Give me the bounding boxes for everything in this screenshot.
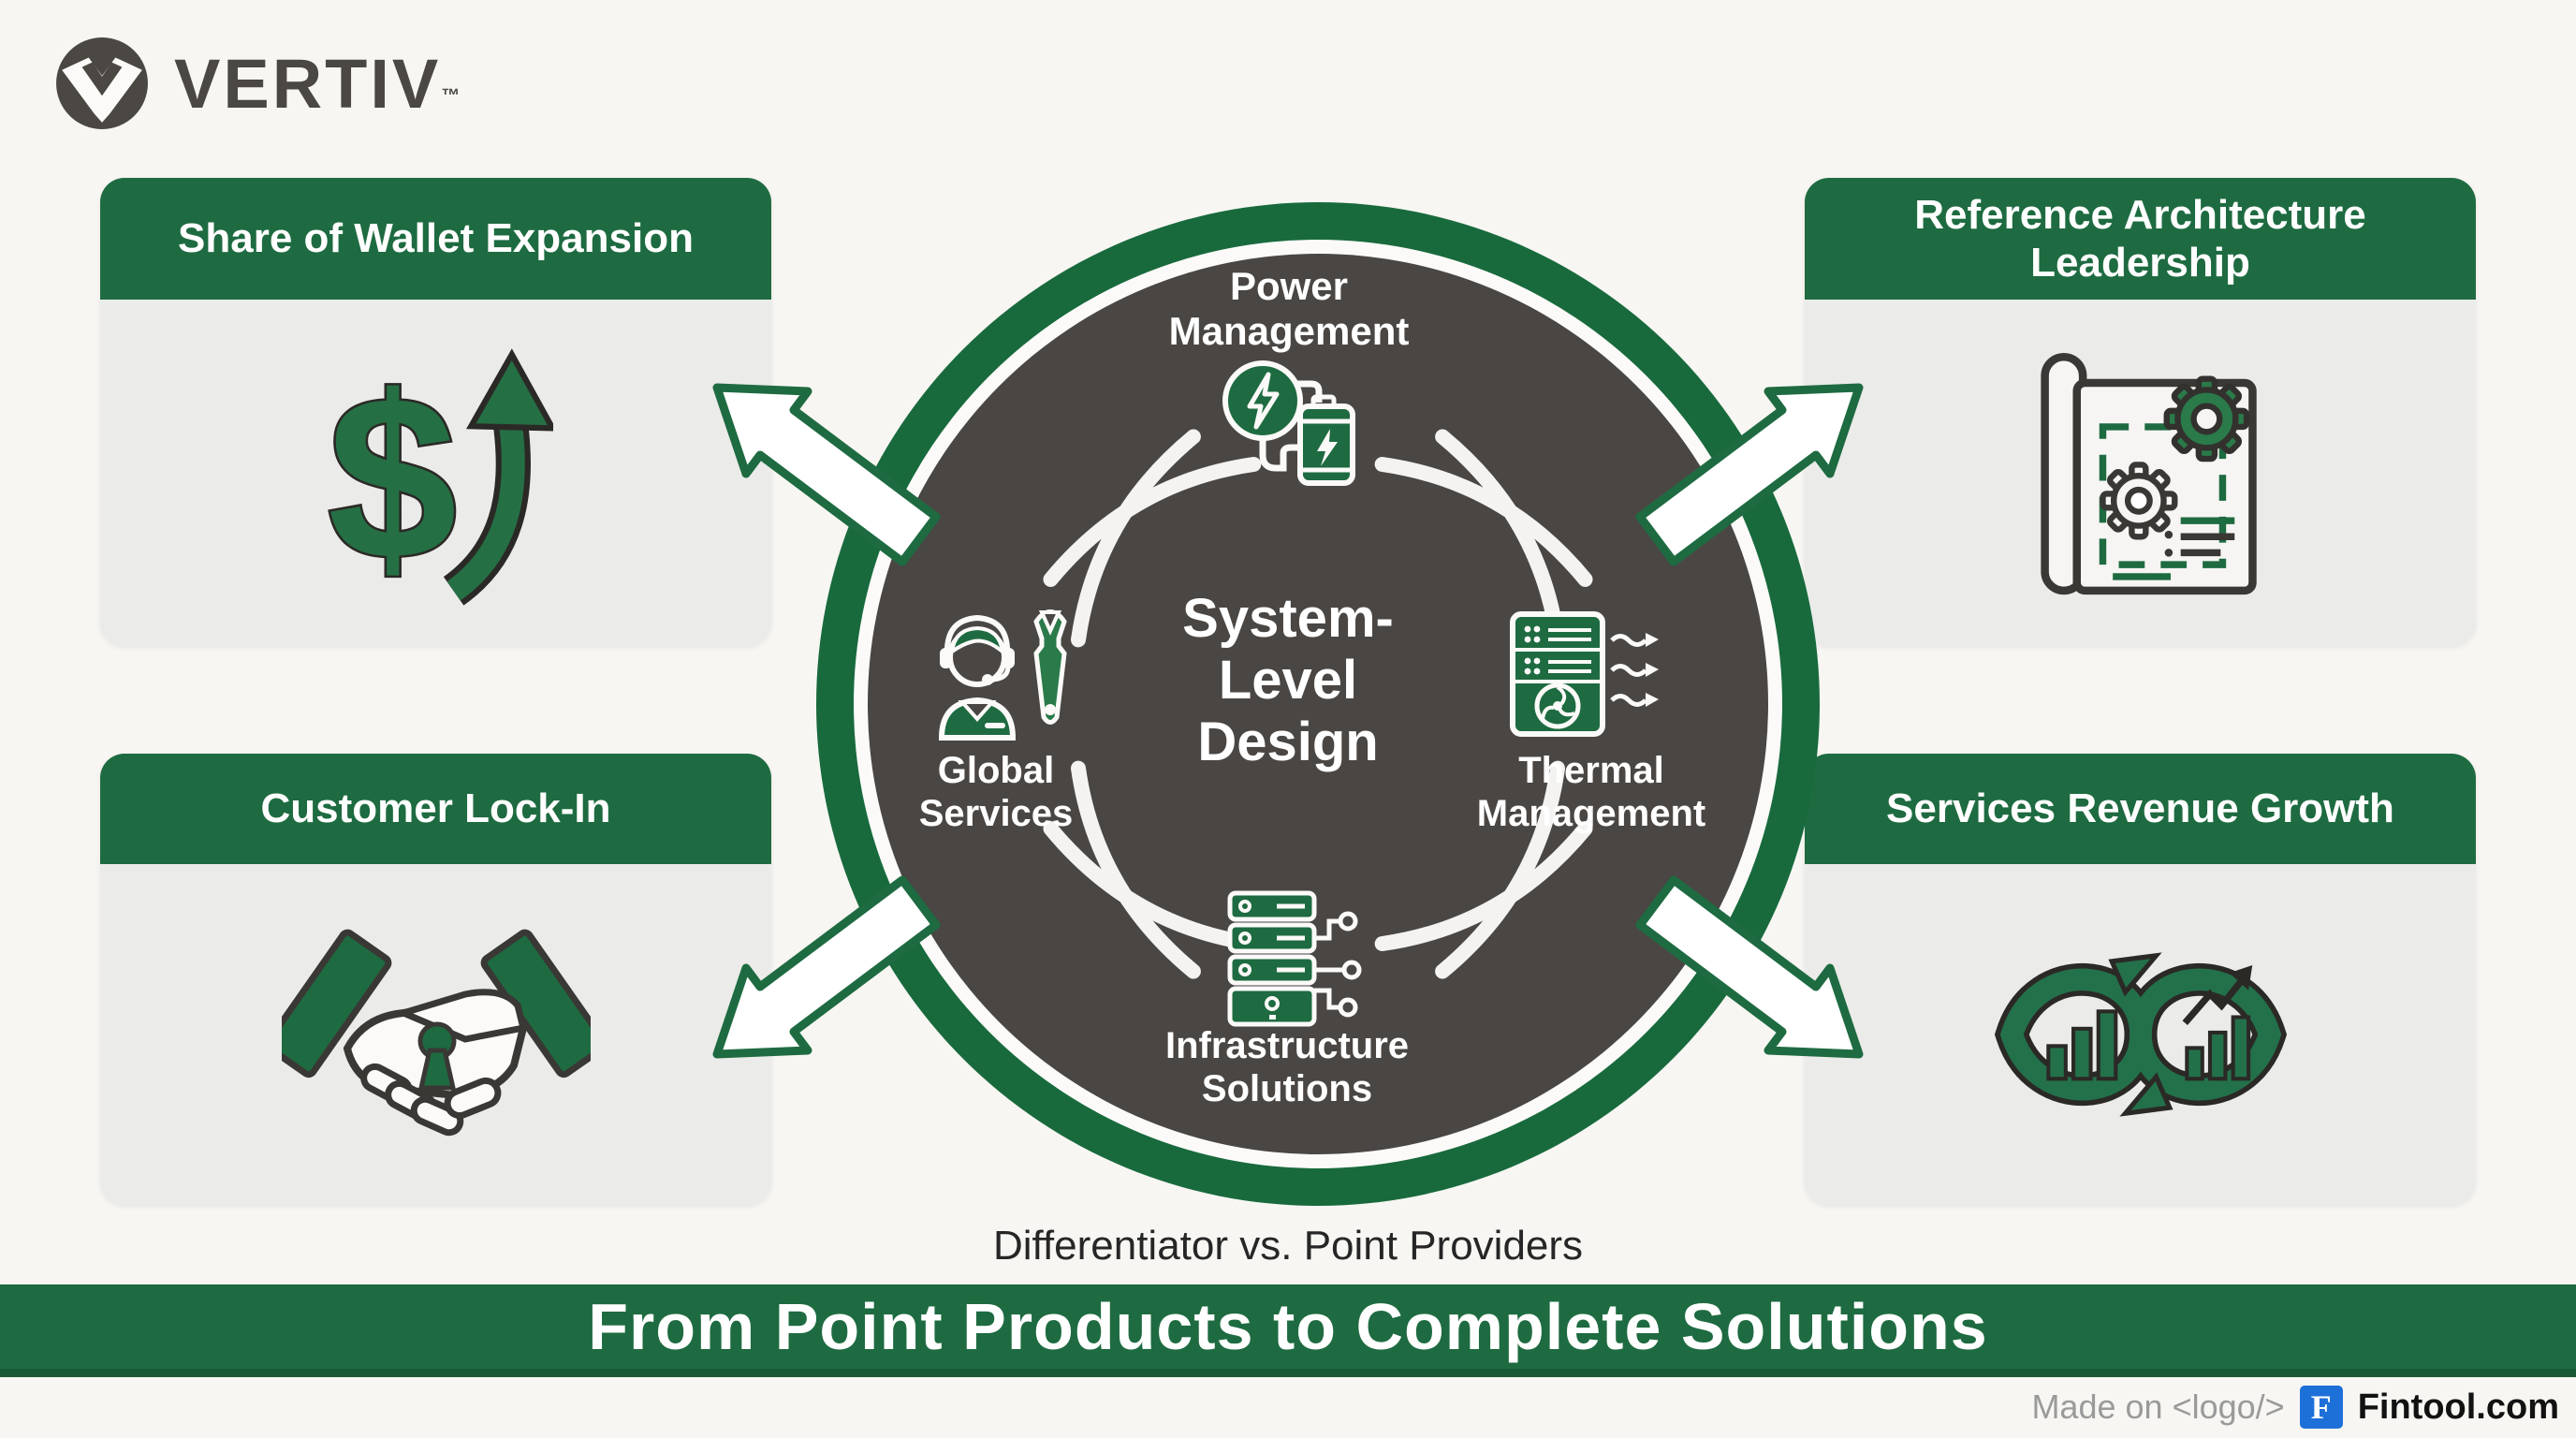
handshake-lock-icon [281,929,591,1137]
card-title-customer-lock-in: Customer Lock-In [100,754,771,864]
card-title-share-of-wallet: Share of Wallet Expansion [100,178,771,300]
node-label-infrastructure-solutions: Infrastructure Solutions [1164,1025,1410,1109]
trademark-symbol: ™ [441,85,461,107]
dark-gear [2099,462,2177,540]
center-title-line3: Design [1197,712,1379,772]
fintool-site-link[interactable]: Fintool.com [2357,1387,2559,1427]
support-wrench-icon [938,609,1067,741]
svg-text:$: $ [328,347,457,608]
power-battery-icon [1222,360,1355,486]
keyhole [417,1021,456,1091]
fintool-logo-badge: F [2299,1386,2343,1429]
dollar-growth-icon: $ [325,345,553,609]
vertiv-logo-text: VERTIV™ [174,44,460,124]
benefit-card-customer-lock-in: Customer Lock-In [100,754,771,1205]
brand-name: VERTIV [174,44,442,123]
logo-token-text: <logo/> [2172,1387,2285,1426]
cycle-connector-arcs [1043,429,1593,979]
bars-left [2045,1009,2117,1081]
vertiv-logo-icon [56,37,148,129]
cooling-unit-icon [1510,611,1659,737]
benefit-card-services-revenue: Services Revenue Growth [1805,754,2476,1205]
handshake-fingers [359,1063,501,1137]
card-title-reference-architecture: Reference Architecture Leadership [1805,178,2476,300]
center-title: System- Level Design [1101,588,1475,773]
vertiv-logo: VERTIV™ [54,36,460,131]
banner-title: From Point Products to Complete Solution… [588,1290,1988,1363]
node-label-power-management: Power Management [1168,264,1410,353]
node-label-thermal-management: Thermal Management [1476,750,1706,834]
infinity-growth-icon [1994,952,2287,1117]
benefit-card-reference-architecture: Reference Architecture Leadership [1805,178,2476,646]
benefit-card-share-of-wallet: Share of Wallet Expansion $ [100,178,771,646]
bars-right-growth [2182,965,2252,1081]
bottom-banner: From Point Products to Complete Solution… [0,1284,2576,1377]
node-label-global-services: Global Services [918,750,1074,834]
arrow-to-reference-architecture [1635,383,1864,566]
card-title-services-revenue: Services Revenue Growth [1805,754,2476,864]
made-on-text: Made on <logo/> [2031,1387,2285,1426]
center-title-line2: Level [1218,650,1358,711]
circuit-traces [1314,911,1362,1018]
blueprint-gears-icon [2040,352,2257,595]
arrow-to-customer-lock-in [712,875,941,1059]
arrow-to-services-revenue [1635,875,1864,1059]
subtitle-differentiator: Differentiator vs. Point Providers [992,1223,1584,1269]
airflow-arrows [1610,633,1659,707]
server-rack-icon [1227,890,1362,1027]
fintool-attribution[interactable]: Made on <logo/> F Fintool.com [2031,1386,2559,1429]
arrow-to-share-of-wallet [712,383,941,566]
center-title-line1: System- [1182,588,1394,649]
green-gear [2163,375,2249,462]
